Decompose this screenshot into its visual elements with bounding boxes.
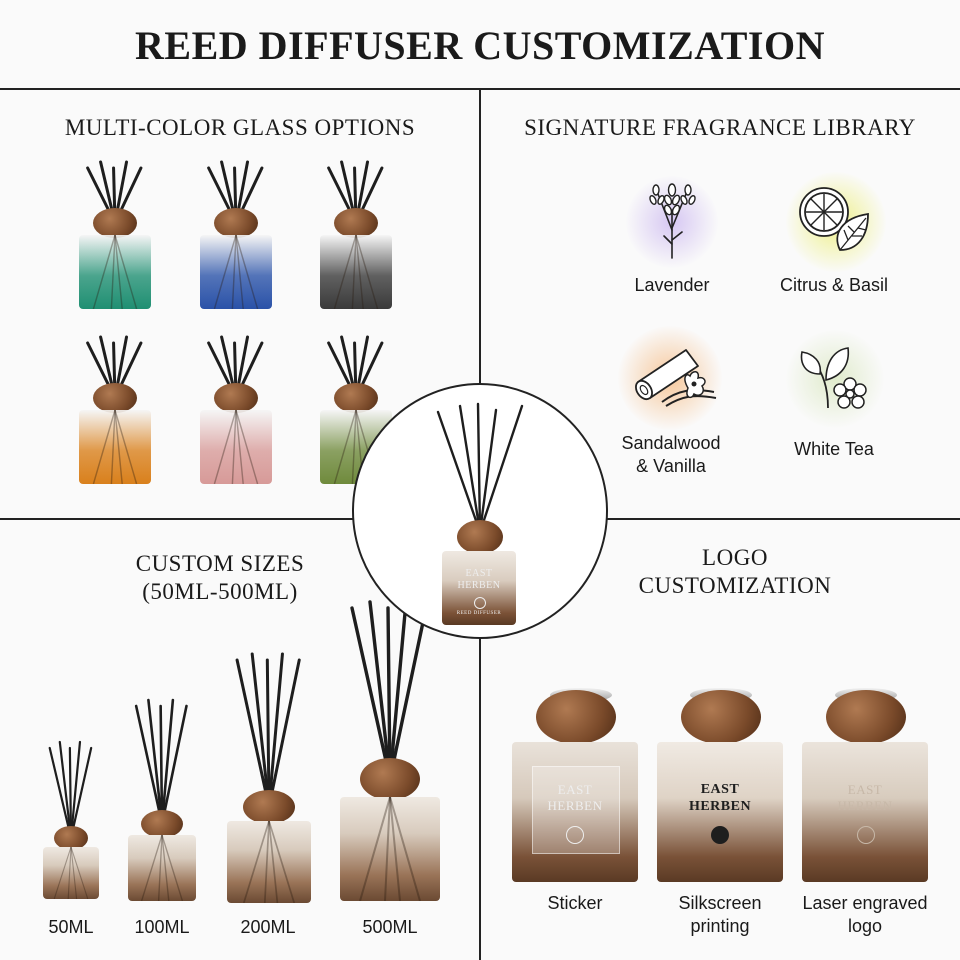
center-brand-line1: EAST — [465, 568, 493, 579]
wooden-cap — [536, 690, 616, 744]
size-bottle-200ml — [227, 652, 311, 906]
wooden-cap — [243, 790, 295, 824]
white-tea-icon — [800, 347, 867, 409]
glass-bottle-blue — [200, 160, 272, 312]
citrus-basil-icon — [799, 187, 869, 251]
sticker-caption: Sticker — [547, 893, 603, 913]
size-bottle-500ml — [340, 600, 440, 904]
glass-jar — [79, 235, 151, 309]
frosted-jar — [657, 742, 783, 882]
sandalwood-label-line1: Sandalwood — [621, 433, 721, 453]
brand-seal-icon — [566, 826, 584, 844]
silkscreen-caption-line2: printing — [690, 916, 750, 936]
size-label-50ml: 50ML — [48, 917, 94, 937]
wooden-cap — [93, 383, 137, 413]
wooden-cap — [214, 208, 258, 238]
brand-seal-icon — [711, 826, 729, 844]
glass-jar — [200, 410, 272, 484]
wooden-cap — [826, 690, 906, 744]
reed-sticks — [235, 652, 301, 809]
reed-reflection — [53, 847, 89, 899]
glass-bottle-amber — [79, 335, 151, 487]
brand-seal-icon — [474, 597, 486, 609]
sandalwood-label-line2: & Vanilla — [636, 456, 706, 476]
reed-reflection — [242, 821, 296, 903]
glass-jar — [128, 835, 196, 901]
logo-heading-line2: CUSTOMIZATION — [638, 573, 832, 598]
reed-reflection — [213, 410, 259, 484]
reed-sticks — [134, 698, 188, 826]
laser-caption-line2: logo — [847, 916, 883, 936]
page-title: REED DIFFUSER CUSTOMIZATION — [135, 23, 825, 68]
wooden-cap — [681, 690, 761, 744]
glass-bottle-gray — [320, 160, 392, 312]
reed-reflection — [213, 235, 259, 309]
lavender-label: Lavender — [634, 275, 710, 295]
wooden-cap — [334, 208, 378, 238]
size-bottle-50ml — [43, 740, 99, 902]
glass-bottle-pink — [200, 335, 272, 487]
brand-name-line1: EAST — [847, 782, 883, 797]
reed-reflection — [359, 797, 421, 901]
glass-jar — [227, 821, 311, 903]
brand-name-line2: HERBEN — [837, 798, 893, 813]
lavender-icon — [649, 183, 696, 259]
brand-name-line2: HERBEN — [688, 799, 752, 814]
glass-jar — [79, 410, 151, 484]
wooden-cap — [214, 383, 258, 413]
glass-jar — [340, 797, 440, 901]
glass-options-heading: MULTI-COLOR GLASS OPTIONS — [64, 115, 416, 140]
white-tea-label: White Tea — [794, 439, 874, 459]
reed-reflection — [140, 835, 184, 901]
center-tagline: REED DIFFUSER — [456, 611, 502, 616]
size-label-200ml: 200ML — [240, 917, 296, 937]
reed-reflection — [333, 235, 379, 309]
silkscreen-caption-line1: Silkscreen — [678, 893, 762, 913]
laser-caption-line1: Laser engraved — [802, 893, 928, 913]
reed-sticks — [436, 402, 524, 534]
wooden-cap — [141, 810, 183, 838]
fragrance-heading: SIGNATURE FRAGRANCE LIBRARY — [524, 115, 916, 140]
size-label-500ml: 500ML — [362, 917, 418, 937]
brand-name-line1: EAST — [557, 782, 593, 797]
logo-heading-line1: LOGO — [702, 545, 768, 570]
glass-bottle-green — [79, 160, 151, 312]
wooden-cap — [54, 826, 88, 850]
white-tea-glow — [786, 330, 884, 428]
reed-sticks — [48, 740, 93, 840]
center-brand-line2: HERBEN — [457, 580, 501, 591]
brand-name-line2: HERBEN — [547, 798, 603, 813]
wooden-cap — [93, 208, 137, 238]
wooden-cap — [457, 520, 503, 554]
glass-jar — [43, 847, 99, 899]
brand-name-line1: EAST — [700, 782, 740, 797]
wooden-cap — [360, 758, 420, 800]
sizes-heading-line1: CUSTOM SIZES — [135, 551, 305, 576]
frosted-jar — [802, 742, 928, 882]
reed-reflection — [92, 410, 138, 484]
frosted-jar — [442, 551, 516, 625]
size-bottle-100ml — [128, 698, 196, 904]
size-label-100ml: 100ML — [134, 917, 190, 937]
glass-jar — [200, 235, 272, 309]
reed-sticks — [350, 600, 428, 781]
reed-reflection — [92, 235, 138, 309]
glass-jar — [320, 235, 392, 309]
citrus-basil-label: Citrus & Basil — [779, 275, 889, 295]
brand-seal-icon — [857, 826, 875, 844]
sizes-heading-line2: (50ML-500ML) — [142, 579, 298, 604]
sandalwood-vanilla-icon — [635, 349, 717, 407]
wooden-cap — [334, 383, 378, 413]
